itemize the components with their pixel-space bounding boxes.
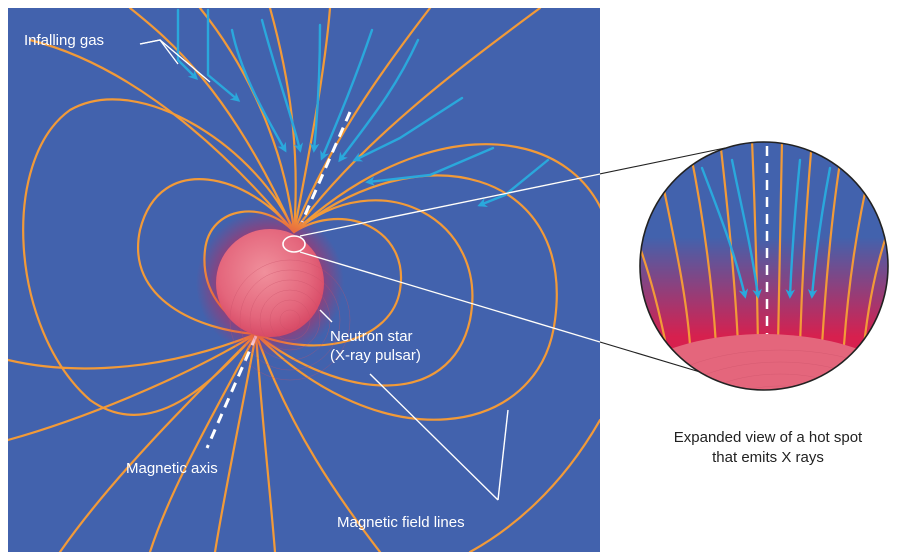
field-line-down-7 (8, 332, 258, 370)
gas-arrow-5 (309, 23, 322, 153)
field-line-left-outer (22, 98, 296, 416)
connector-line-top-inside (299, 173, 601, 237)
star-texture (229, 259, 351, 381)
field-line-up-4 (292, 8, 432, 234)
hot-spot-marker (282, 235, 306, 253)
magnetic-axis-bottom (205, 335, 258, 449)
gas-arrow-10 (477, 158, 550, 207)
field-line-down-2 (58, 332, 258, 552)
field-line-up-1 (198, 8, 296, 234)
field-line-down-5 (254, 332, 277, 552)
gas-arrow-6 (320, 28, 374, 161)
label-expanded-view-line2: that emits X rays (712, 449, 824, 466)
field-line-bottom-right (468, 418, 600, 552)
label-magnetic-axis: Magnetic axis (126, 460, 218, 477)
field-line-left-mid (137, 178, 296, 336)
gas-arrow-2 (206, 8, 241, 102)
neutron-star (196, 209, 351, 381)
field-line-right-far (292, 143, 600, 234)
field-line-down-1 (8, 332, 258, 442)
field-lines-pointer-2 (497, 409, 509, 501)
infalling-gas-arrows (176, 8, 550, 207)
field-line-up-5 (292, 8, 542, 234)
main-panel (8, 8, 600, 552)
field-line-up-6 (28, 38, 296, 234)
expanded-surface-texture (640, 349, 888, 390)
infalling-gas-pointer-2 (139, 39, 211, 83)
gas-arrow-3 (230, 28, 287, 153)
label-magnetic-field-lines: Magnetic field lines (337, 514, 465, 531)
expanded-view (639, 141, 889, 391)
star-surface (216, 229, 324, 337)
field-line-right-mid (254, 199, 474, 387)
gas-arrow-4 (260, 18, 304, 153)
expanded-view-border (639, 141, 889, 391)
gas-arrow-7 (338, 38, 420, 163)
neutron-star-pointer (319, 309, 333, 323)
magnetic-axis-top (300, 111, 352, 223)
field-line-up-7 (128, 8, 296, 234)
label-infalling-gas: Infalling gas (24, 32, 104, 49)
gas-arrow-8 (352, 96, 464, 162)
field-line-right-inner (254, 217, 403, 347)
connector-line-bottom-inside (299, 251, 601, 343)
expanded-gas-arrows (700, 158, 832, 299)
label-expanded-view-line1: Expanded view of a hot spot (674, 429, 863, 446)
label-xray-pulsar: (X-ray pulsar) (330, 347, 421, 364)
label-pointers (139, 39, 509, 501)
field-lines-pointer-1 (369, 373, 499, 501)
field-line-down-6 (254, 332, 382, 552)
label-neutron-star: Neutron star (330, 328, 413, 345)
gas-arrow-1 (176, 8, 199, 81)
field-line-down-3 (148, 332, 258, 552)
gas-arrow-9 (365, 146, 495, 187)
